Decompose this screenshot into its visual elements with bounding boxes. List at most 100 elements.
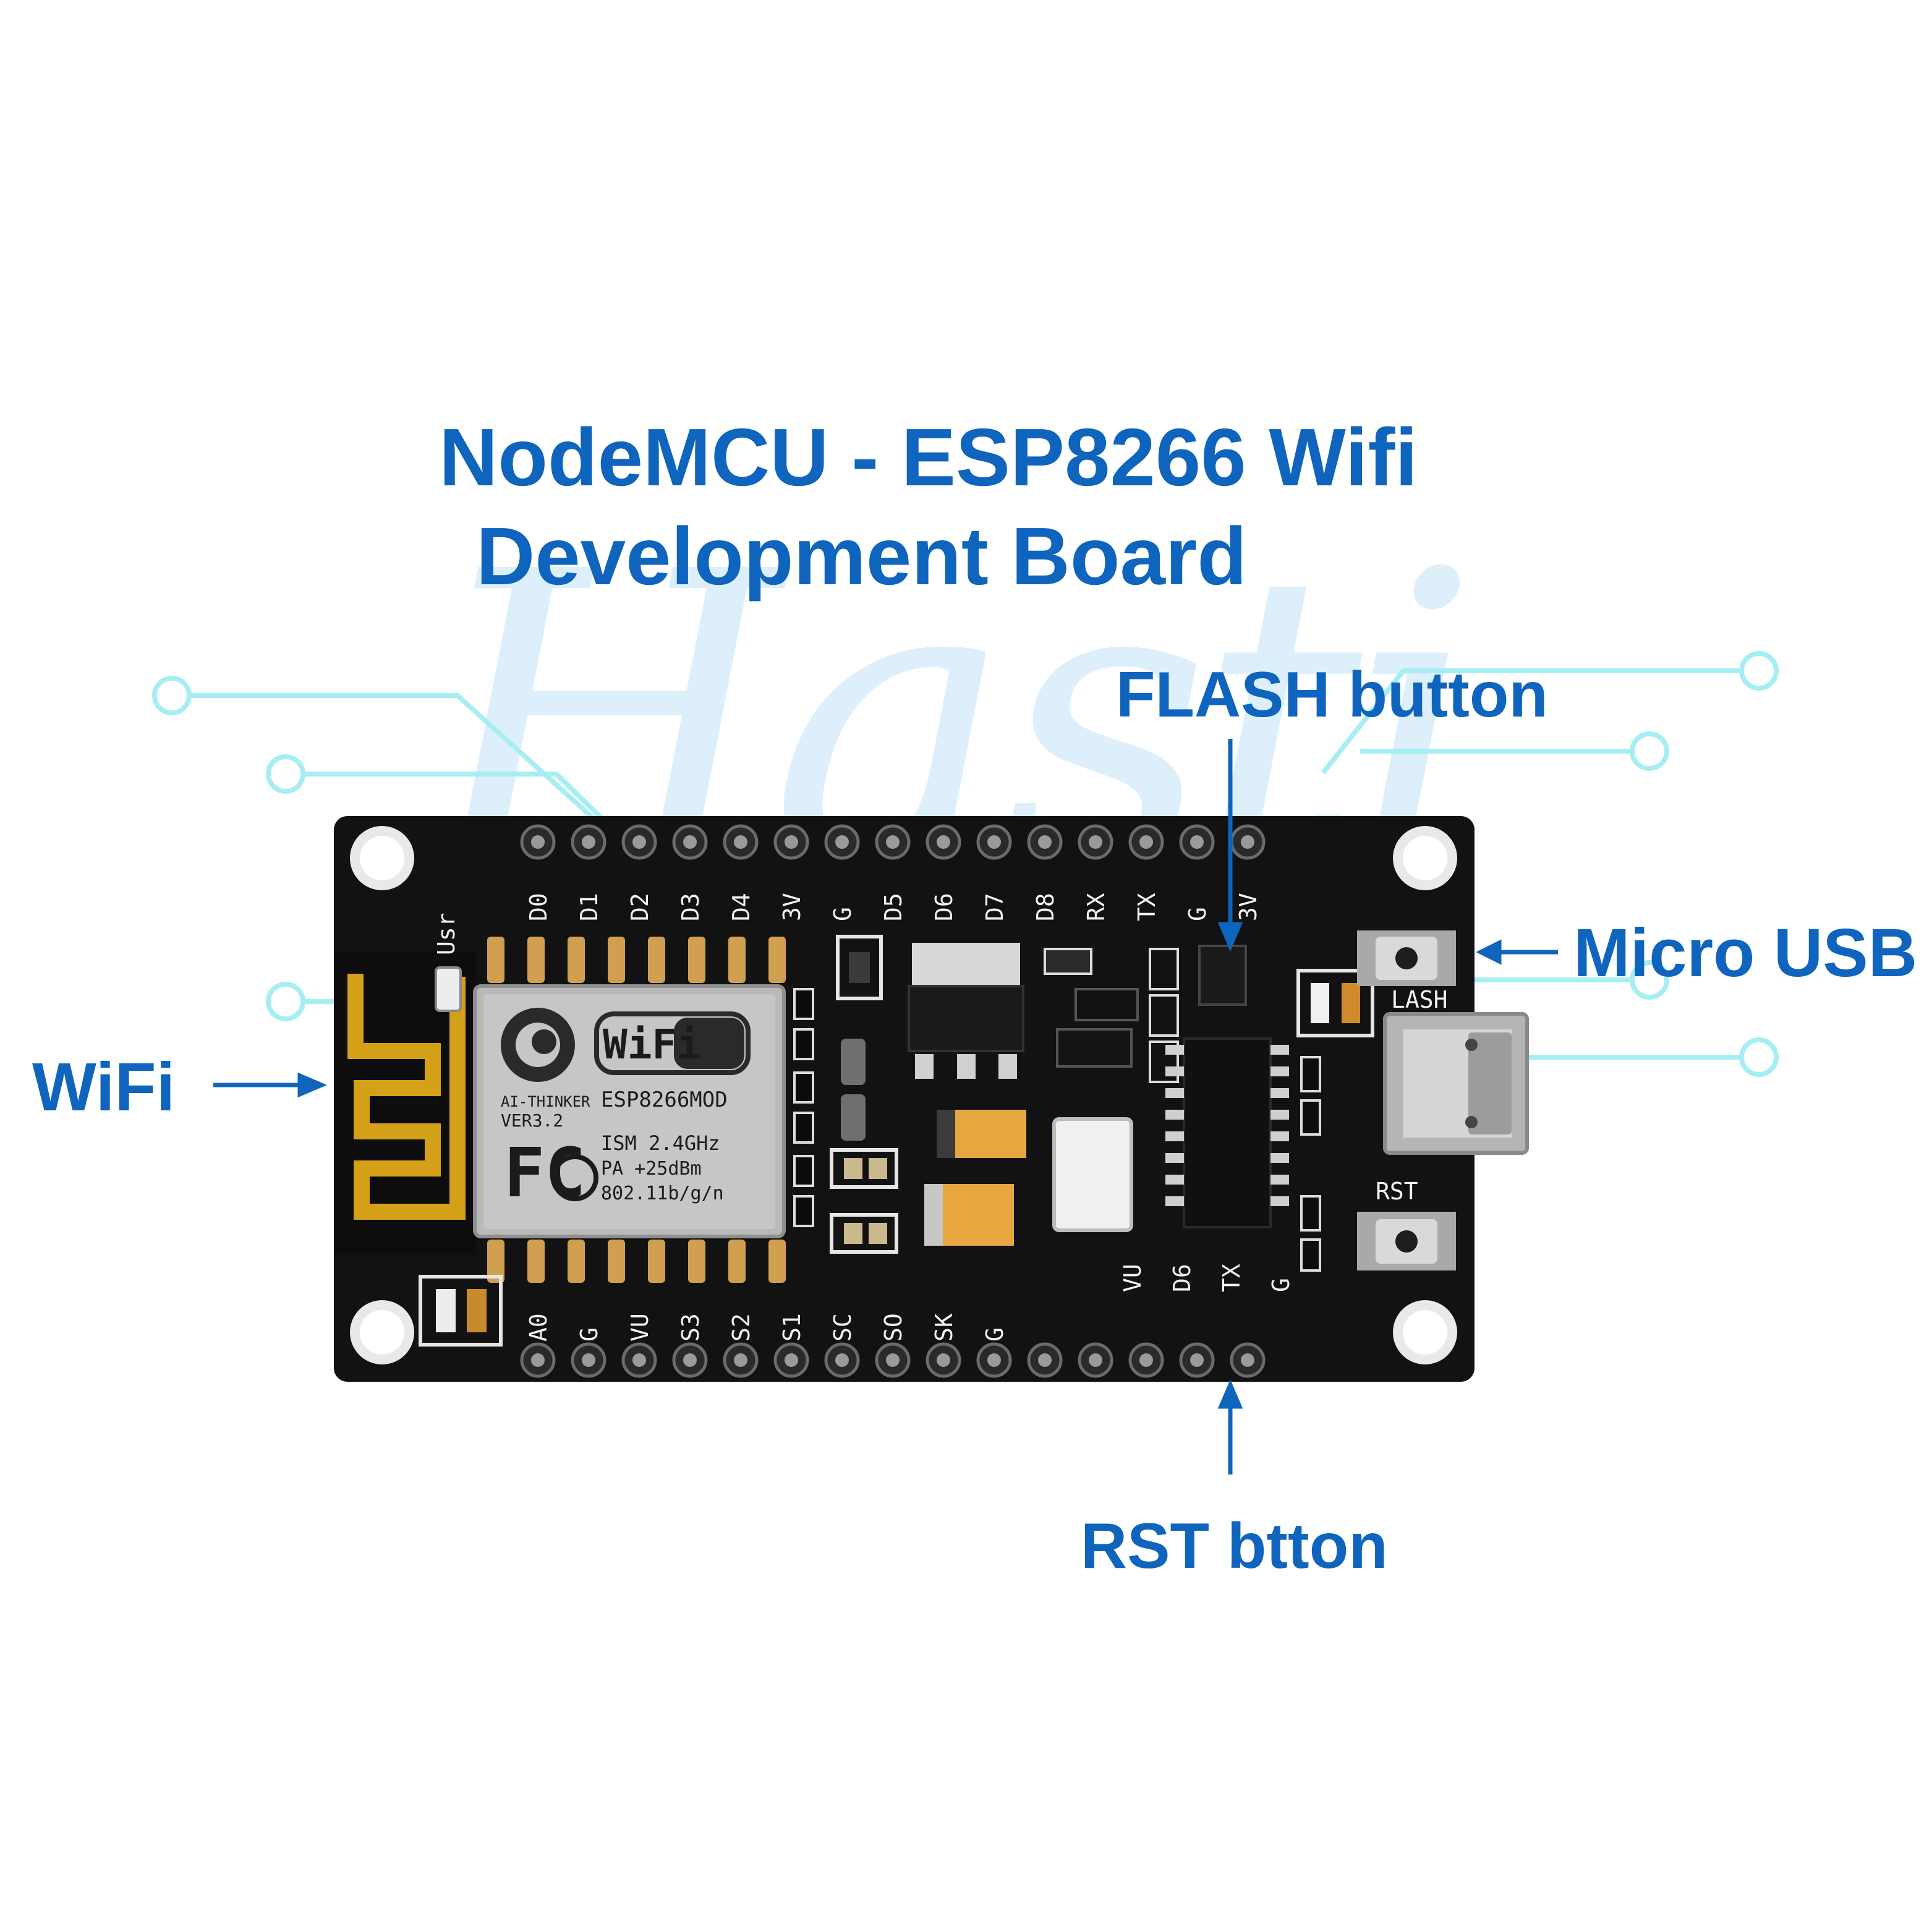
module-pad bbox=[768, 1240, 786, 1283]
bottom-pin-label: G bbox=[576, 1327, 603, 1342]
bottom-pin-g bbox=[1179, 1342, 1215, 1378]
bottom-pin-label: SC bbox=[829, 1313, 856, 1342]
top-pin-label: D5 bbox=[880, 893, 907, 921]
top-pin-d1 bbox=[571, 824, 606, 860]
top-pin-label: G bbox=[829, 907, 856, 921]
usb-callout: Micro USB bbox=[1573, 915, 1918, 991]
bottom-pin-label: S2 bbox=[728, 1313, 755, 1342]
bottom-pin-sc bbox=[824, 1342, 860, 1378]
module-model: ESP8266MOD bbox=[601, 1087, 728, 1112]
top-pin-rx bbox=[1078, 824, 1113, 860]
module-pad bbox=[648, 937, 665, 983]
module-pad bbox=[648, 1240, 665, 1283]
micro-usb-port[interactable] bbox=[1383, 1012, 1529, 1155]
flash-callout: FLASH button bbox=[1116, 659, 1548, 731]
bottom-pin-labels: A0 G VU S3 S2 S1 SC SO SK G bbox=[525, 1313, 1008, 1342]
top-pin-g bbox=[1179, 824, 1215, 860]
bottom-pin-en bbox=[1078, 1342, 1113, 1378]
title-line-1: NodeMCU - ESP8266 Wifi bbox=[439, 412, 1418, 503]
vu-side-label: VU bbox=[1119, 1264, 1146, 1292]
top-header-pins bbox=[520, 824, 1266, 860]
callout-arrows bbox=[213, 739, 1558, 1475]
top-pin-d4 bbox=[723, 824, 759, 860]
flash-button[interactable] bbox=[1357, 930, 1456, 986]
flash-switch-body bbox=[1198, 945, 1247, 1006]
bottom-pin-s2 bbox=[723, 1342, 759, 1378]
module-pad bbox=[487, 937, 504, 983]
smd-components bbox=[419, 935, 1374, 1347]
top-pin-label: G bbox=[1184, 907, 1211, 921]
wifi-badge bbox=[594, 1011, 751, 1075]
top-pin-3v bbox=[773, 824, 809, 860]
usb-serial-ic bbox=[1183, 1037, 1272, 1228]
rst-silkscreen-label: RST bbox=[1376, 1178, 1418, 1205]
rst-callout: RST btton bbox=[1081, 1510, 1388, 1582]
top-pin-label: D0 bbox=[525, 893, 552, 921]
module-pad bbox=[487, 1240, 504, 1283]
top-pin-label: D8 bbox=[1032, 893, 1059, 921]
top-pin-d5 bbox=[875, 824, 911, 860]
module-pad bbox=[728, 1240, 746, 1283]
top-pin-3v bbox=[1230, 824, 1266, 860]
module-pad bbox=[608, 1240, 625, 1283]
bottom-pin-label: G bbox=[981, 1327, 1008, 1342]
bottom-pin-vu bbox=[621, 1342, 657, 1378]
d6-side-label: D6 bbox=[1168, 1264, 1196, 1292]
bottom-pin-vin bbox=[1230, 1342, 1266, 1378]
top-pin-d0 bbox=[520, 824, 556, 860]
module-version: VER3.2 bbox=[501, 1110, 563, 1131]
top-pin-d6 bbox=[926, 824, 961, 860]
lash-label: LASH bbox=[1391, 986, 1448, 1013]
top-pin-label: D7 bbox=[981, 893, 1008, 921]
top-pin-label: RX bbox=[1083, 893, 1110, 921]
top-pin-label: 3V bbox=[1235, 893, 1262, 921]
module-pads bbox=[487, 937, 786, 1283]
top-pin-label: TX bbox=[1133, 893, 1160, 921]
esp8266-module: WiFi AI-THINKER VER3.2 ESP8266MOD FC ISM… bbox=[473, 984, 786, 1238]
bottom-pin-a0 bbox=[520, 1342, 556, 1378]
top-pin-d3 bbox=[672, 824, 708, 860]
title-line-2: Development Board bbox=[476, 511, 1247, 602]
module-pa: PA +25dBm bbox=[601, 1158, 702, 1180]
module-pad bbox=[568, 937, 585, 983]
top-pin-g bbox=[824, 824, 860, 860]
rst-button[interactable] bbox=[1357, 1212, 1456, 1270]
bottom-pin-s3 bbox=[672, 1342, 708, 1378]
bottom-pin-s1 bbox=[773, 1342, 809, 1378]
top-pin-d2 bbox=[621, 824, 657, 860]
bottom-pin-rst bbox=[1128, 1342, 1164, 1378]
top-pin-label: D2 bbox=[626, 893, 653, 921]
usr-label: Usr bbox=[433, 913, 460, 955]
top-pin-label: 3V bbox=[778, 893, 806, 921]
top-pin-label: D1 bbox=[576, 893, 603, 921]
bottom-pin-so bbox=[875, 1342, 911, 1378]
top-pin-d7 bbox=[976, 824, 1012, 860]
module-pad bbox=[527, 937, 545, 983]
bottom-pin-label: S1 bbox=[778, 1313, 806, 1342]
wifi-badge-text: WiFi bbox=[603, 1021, 701, 1068]
module-pad bbox=[768, 937, 786, 983]
bottom-pin-label: VU bbox=[626, 1313, 653, 1342]
top-pin-d8 bbox=[1027, 824, 1063, 860]
bottom-pin-g bbox=[976, 1342, 1012, 1378]
bottom-pin-label: SK bbox=[930, 1313, 958, 1342]
bottom-pin-label: S3 bbox=[677, 1313, 704, 1342]
module-pad bbox=[728, 937, 746, 983]
top-pin-label: D4 bbox=[728, 893, 755, 921]
g-side-label: G bbox=[1267, 1278, 1295, 1292]
module-ism: ISM 2.4GHz bbox=[601, 1131, 720, 1155]
module-standard: 802.11b/g/n bbox=[601, 1183, 724, 1204]
mounting-holes bbox=[350, 826, 1457, 1364]
bottom-pin-label: SO bbox=[880, 1313, 907, 1342]
top-pin-tx bbox=[1128, 824, 1164, 860]
bottom-header-pins bbox=[520, 1342, 1266, 1378]
module-pad bbox=[688, 1240, 705, 1283]
top-pin-label: D3 bbox=[677, 893, 704, 921]
wifi-callout: WiFi bbox=[32, 1049, 176, 1125]
tx-side-label: TX bbox=[1218, 1264, 1245, 1292]
bottom-pin-3v bbox=[1027, 1342, 1063, 1378]
bottom-pin-label: A0 bbox=[525, 1313, 552, 1342]
module-pad bbox=[688, 937, 705, 983]
module-brand: AI-THINKER bbox=[501, 1093, 590, 1110]
